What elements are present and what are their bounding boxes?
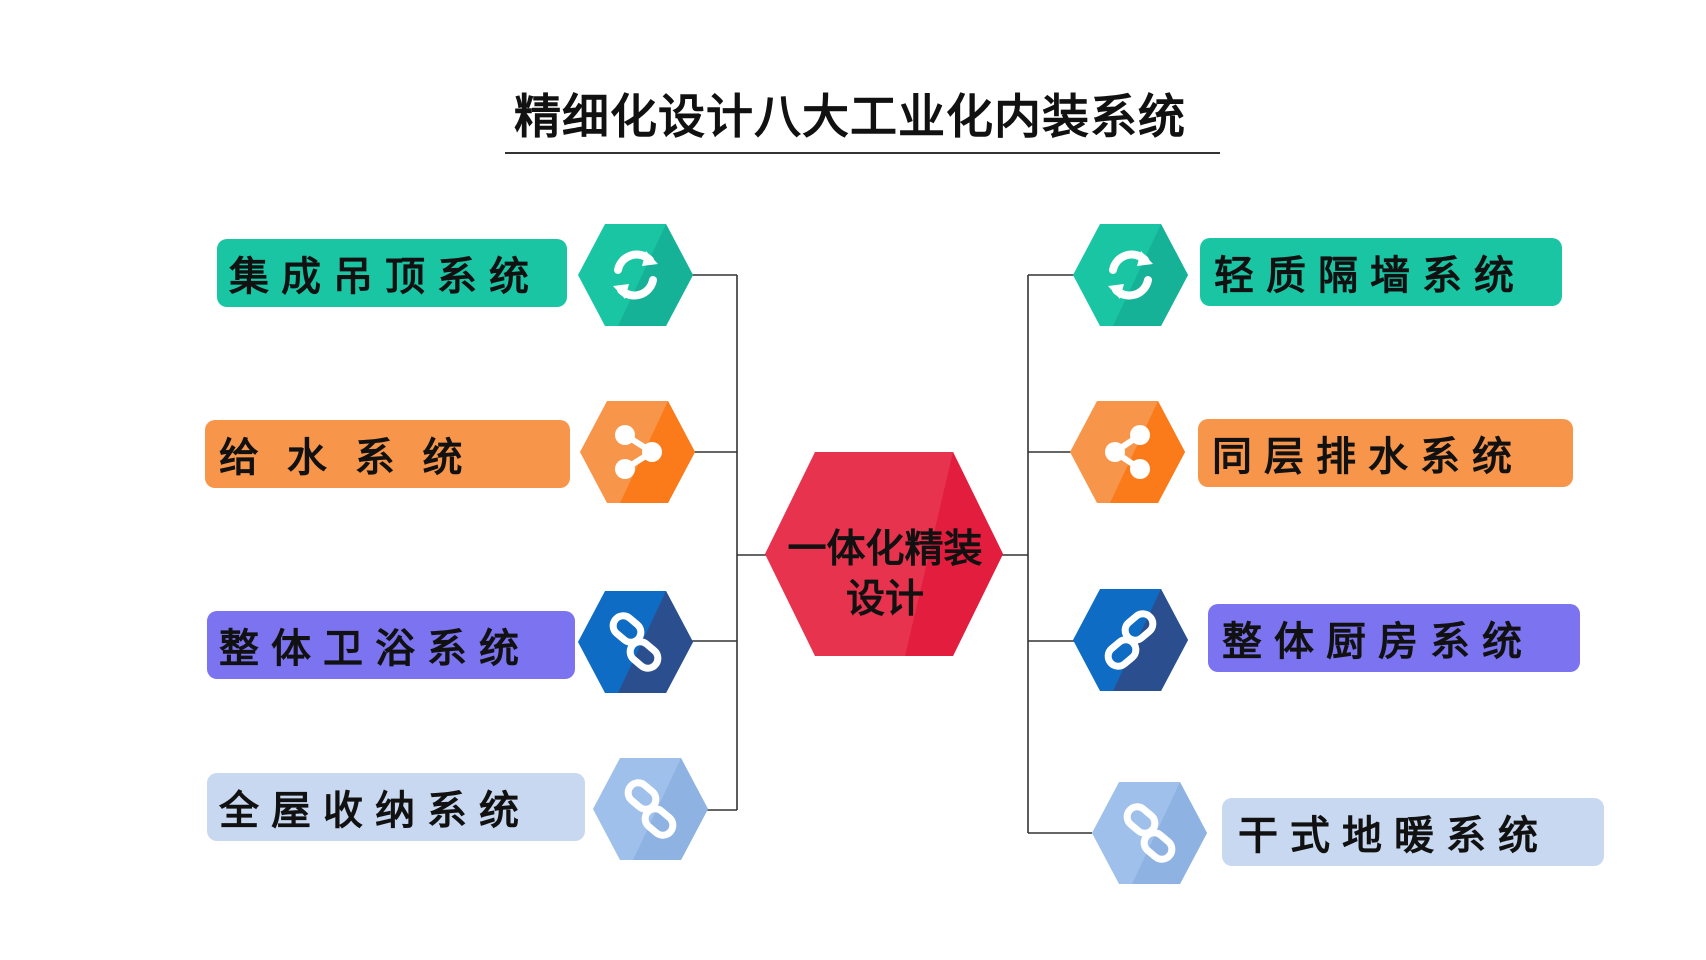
hex-ceiling-system [578, 224, 693, 326]
label-water-supply-system[interactable]: 给 水 系 统 [205, 420, 570, 488]
link-icon [1123, 803, 1176, 863]
label-floor-heating-system[interactable]: 干式地暖系统 [1222, 798, 1604, 866]
link-icon [624, 779, 677, 839]
page-title: 精细化设计八大工业化内装系统 [514, 90, 1186, 145]
center-title-line1: 一体化精装 [787, 527, 983, 572]
label-storage-system[interactable]: 全屋收纳系统 [207, 773, 585, 841]
link-icon [609, 612, 662, 672]
share-icon [615, 425, 662, 479]
center-title-line2: 设计 [845, 577, 924, 622]
center-title: 一体化精装 设计 [765, 525, 1005, 625]
hex-partition-wall-system [1073, 224, 1188, 326]
hex-storage-system [593, 758, 708, 860]
label-bathroom-system[interactable]: 整体卫浴系统 [207, 611, 575, 679]
share-icon [1105, 425, 1150, 479]
hex-kitchen-system [1073, 589, 1188, 691]
title-underline [505, 152, 1220, 154]
link-icon [1104, 610, 1157, 670]
label-ceiling-system[interactable]: 集成吊顶系统 [217, 239, 567, 307]
center-hexagon [765, 452, 1003, 656]
hex-water-supply-system [580, 401, 695, 503]
hex-same-floor-drainage-system [1070, 401, 1185, 503]
hex-bathroom-system [578, 591, 693, 693]
hex-floor-heating-system [1092, 782, 1207, 884]
label-partition-wall-system[interactable]: 轻质隔墙系统 [1200, 238, 1562, 306]
label-same-floor-drainage-system[interactable]: 同层排水系统 [1198, 419, 1573, 487]
label-kitchen-system[interactable]: 整体厨房系统 [1208, 604, 1580, 672]
